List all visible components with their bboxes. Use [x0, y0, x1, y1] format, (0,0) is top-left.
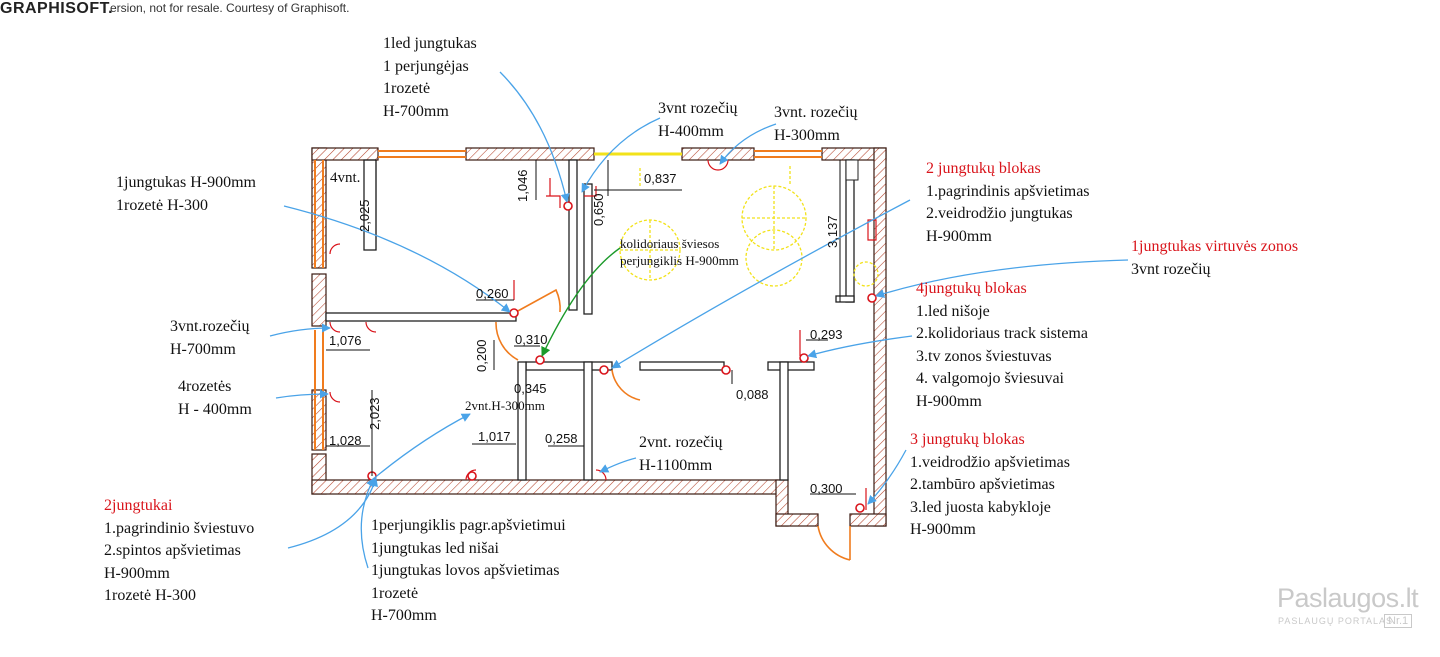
annotation-line: 1.veidrodžio apšvietimas	[910, 453, 1070, 471]
dim-0293: 0,293	[810, 327, 843, 342]
annotation-line: kolidoriaus šviesos	[620, 236, 720, 251]
dim-0200: 0,200	[474, 339, 489, 372]
annotation-line: 1rozetė	[383, 80, 431, 97]
annotation-line: 3.led juosta kabykloje	[910, 498, 1051, 516]
corridor-switch-arrow	[541, 247, 621, 357]
annotation-line: H-700mm	[170, 340, 236, 358]
watermark-tagline: PASLAUGŲ PORTALAS	[1278, 616, 1394, 626]
annotation-2-switch-block: 2 jungtukų blokas 1.pagrindinis apšvieti…	[926, 158, 1090, 248]
annotation-4-sockets-400: 4rozetės H - 400mm	[178, 376, 252, 421]
dim-2025: 2,025	[357, 199, 372, 232]
leader-arrows	[269, 71, 1129, 569]
watermark-brand: Paslaugos.lt	[1277, 583, 1419, 613]
outer-walls	[311, 147, 887, 527]
graphisoft-logo: GRAPHISOFT.	[0, 0, 114, 17]
annotation-line: 1perjungiklis pagr.apšvietimui	[371, 517, 566, 534]
annotation-line: 1jungtukas lovos apšvietimas	[371, 562, 560, 579]
annotation-line: 3.tv zonos šviestuvas	[916, 347, 1052, 365]
annotation-line: 2.kolidoriaus track sistema	[916, 325, 1088, 342]
dim-0650: 0,650	[591, 193, 606, 226]
dim-0258: 0,258	[545, 431, 578, 446]
annotation-line: perjungiklis H-900mm	[620, 253, 739, 268]
annotation-line: 2.tambūro apšvietimas	[910, 476, 1055, 493]
annotation-line: H-900mm	[926, 227, 992, 245]
dim-1028: 1,028	[329, 433, 362, 448]
dim-1076: 1,076	[329, 333, 362, 348]
annotation-corridor-switch: kolidoriaus šviesos perjungiklis H-900mm	[620, 235, 739, 269]
annotation-line: 1rozetė H-300	[104, 587, 196, 604]
annotation-line: H-900mm	[104, 564, 170, 582]
annotation-title: 2jungtukai	[104, 497, 173, 514]
annotation-line: 1 perjungėjas	[383, 57, 469, 75]
annotation-title: 4jungtukų blokas	[916, 280, 1027, 297]
dimension-lines	[326, 160, 856, 495]
annotation-led-switch: 1led jungtukas 1 perjungėjas 1rozetė H-7…	[383, 33, 477, 123]
dim-3137: 3,137	[825, 215, 840, 248]
annotation-line: 4. valgomojo šviesuvai	[916, 370, 1064, 387]
annotation-2-switches: 2jungtukai 1.pagrindinio šviestuvo 2.spi…	[104, 495, 254, 608]
dim-0345: 0,345	[514, 381, 547, 396]
annotation-switch-900: 1jungtukas H-900mm 1rozetė H-300	[116, 172, 256, 217]
annotation-line: 3vnt. rozečių	[774, 104, 858, 121]
dim-0310: 0,310	[515, 332, 548, 347]
annotation-line: 2.veidrodžio jungtukas	[926, 205, 1073, 222]
annotation-line: 1.pagrindinio šviestuvo	[104, 519, 255, 537]
annotation-line: 1jungtukas H-900mm	[116, 174, 256, 191]
dim-2023: 2,023	[367, 397, 382, 430]
annotation-3-sockets-700: 3vnt.rozečių H-700mm	[170, 316, 250, 361]
dim-0300: 0,300	[810, 481, 843, 496]
dim-1017: 1,017	[478, 429, 511, 444]
annotation-3-sockets-400: 3vnt rozečių H-400mm	[658, 98, 738, 143]
annotation-line: 1.led nišoje	[916, 302, 990, 320]
annotation-title: 1jungtukas virtuvės zonos	[1131, 238, 1299, 255]
annotation-line: 1rozetė H-300	[116, 196, 208, 214]
doors	[495, 288, 851, 561]
annotation-3-sockets-300: 3vnt. rozečių H-300mm	[774, 102, 858, 147]
license-notice: ersion, not for resale. Courtesy of Grap…	[110, 1, 350, 15]
annotation-title: 2 jungtukų blokas	[926, 160, 1041, 177]
annotation-line: 2vnt. rozečių	[639, 434, 723, 451]
interior-walls	[325, 159, 855, 481]
annotation-line: 3vnt rozečių	[1131, 260, 1211, 278]
annotation-line: 3vnt.rozečių	[170, 318, 250, 335]
annotation-line: H - 400mm	[178, 400, 252, 418]
dim-0260: 0,260	[476, 286, 509, 301]
annotation-line: H-700mm	[383, 102, 449, 120]
annotation-3-switch-block: 3 jungtukų blokas 1.veidrodžio apšvietim…	[910, 429, 1070, 542]
annotation-line: H-700mm	[371, 607, 437, 624]
annotation-title: 3 jungtukų blokas	[910, 431, 1025, 448]
annotation-line: 1.pagrindinis apšvietimas	[926, 182, 1090, 200]
annotation-bedroom-switches: 1perjungiklis pagr.apšvietimui 1jungtuka…	[371, 515, 566, 628]
annotation-line: H-900mm	[910, 521, 976, 538]
annotation-2-sockets-300: 2vnt.H-300mm	[465, 398, 545, 413]
annotation-line: 3vnt rozečių	[658, 100, 738, 117]
annotation-line: H-900mm	[916, 392, 982, 410]
annotation-4-switch-block: 4jungtukų blokas 1.led nišoje 2.kolidori…	[916, 278, 1088, 413]
room-label: 4vnt.	[330, 170, 361, 186]
dim-0088: 0,088	[736, 387, 769, 402]
annotation-line: 1rozetė	[371, 584, 419, 602]
annotation-line: 1jungtukas led nišai	[371, 539, 499, 557]
dim-0837: 0,837	[644, 171, 677, 186]
watermark-badge: Nr.1	[1384, 614, 1413, 628]
dim-1046: 1,046	[515, 169, 530, 202]
annotation-2-sockets-1100: 2vnt. rozečių H-1100mm	[639, 432, 723, 477]
annotation-kitchen-switch: 1jungtukas virtuvės zonos 3vnt rozečių	[1131, 236, 1298, 281]
electrical-fixtures	[367, 201, 877, 513]
annotation-line: 2.spintos apšvietimas	[104, 542, 241, 559]
annotation-line: H-1100mm	[639, 456, 713, 474]
annotation-line: 4rozetės	[178, 378, 232, 395]
annotation-line: H-300mm	[774, 126, 840, 144]
annotation-line: 1led jungtukas	[383, 35, 477, 52]
annotation-line: H-400mm	[658, 122, 724, 140]
